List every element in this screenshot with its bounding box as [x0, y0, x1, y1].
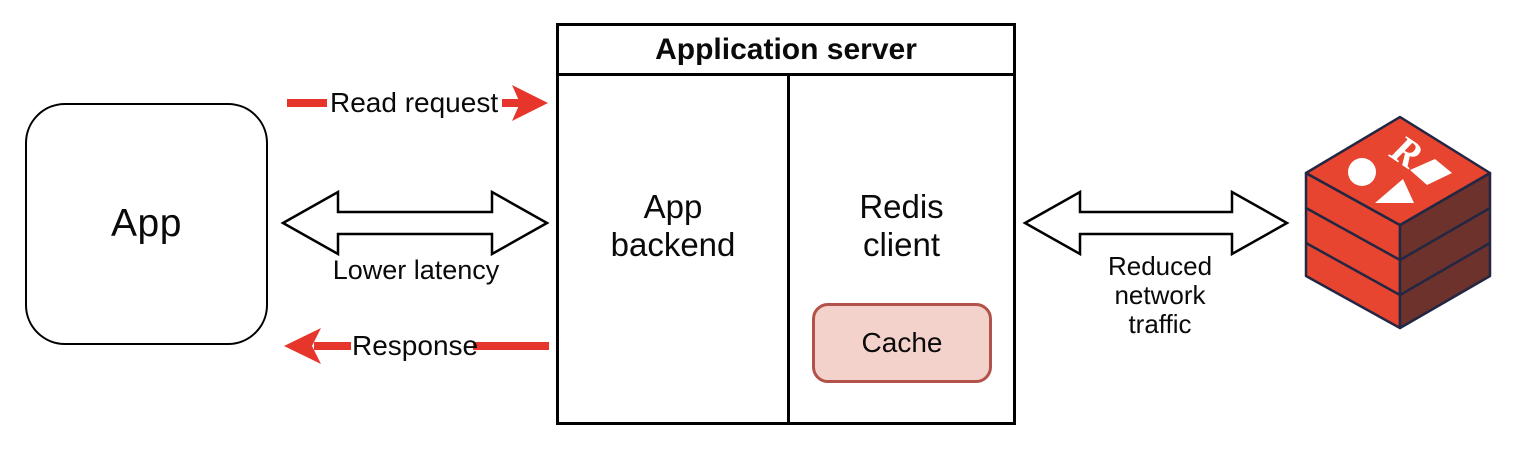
app-backend-label: App backend	[610, 188, 736, 263]
application-server-columns: App backend Redis client	[559, 76, 1013, 422]
cube-top-face	[1304, 115, 1492, 227]
read-request-arrowhead	[512, 85, 548, 121]
redis-client-label: Redis client	[859, 188, 944, 263]
response-outer-arrowhead	[284, 328, 321, 364]
cache-box: Cache	[812, 303, 992, 383]
square-glyph	[1410, 159, 1452, 185]
app-box: App	[25, 103, 268, 345]
cache-label: Cache	[861, 327, 943, 358]
triangle-glyph	[1375, 179, 1414, 203]
redis-cube-icon: R	[1304, 115, 1492, 330]
read-request-label: Read request	[330, 87, 499, 118]
response-label: Response	[352, 330, 479, 361]
lower-latency-label: Lower latency	[332, 255, 500, 285]
reduced-network-double-arrow	[1022, 189, 1290, 257]
application-server-title: Application server	[559, 26, 1013, 76]
redis-client-column: Redis client	[790, 76, 1013, 422]
lower-latency-double-arrow	[280, 189, 550, 257]
reduced-network-label: Reduced network traffic	[1107, 251, 1213, 339]
app-backend-column: App backend	[559, 76, 790, 422]
circle-glyph	[1348, 158, 1376, 186]
app-label: App	[111, 202, 182, 245]
